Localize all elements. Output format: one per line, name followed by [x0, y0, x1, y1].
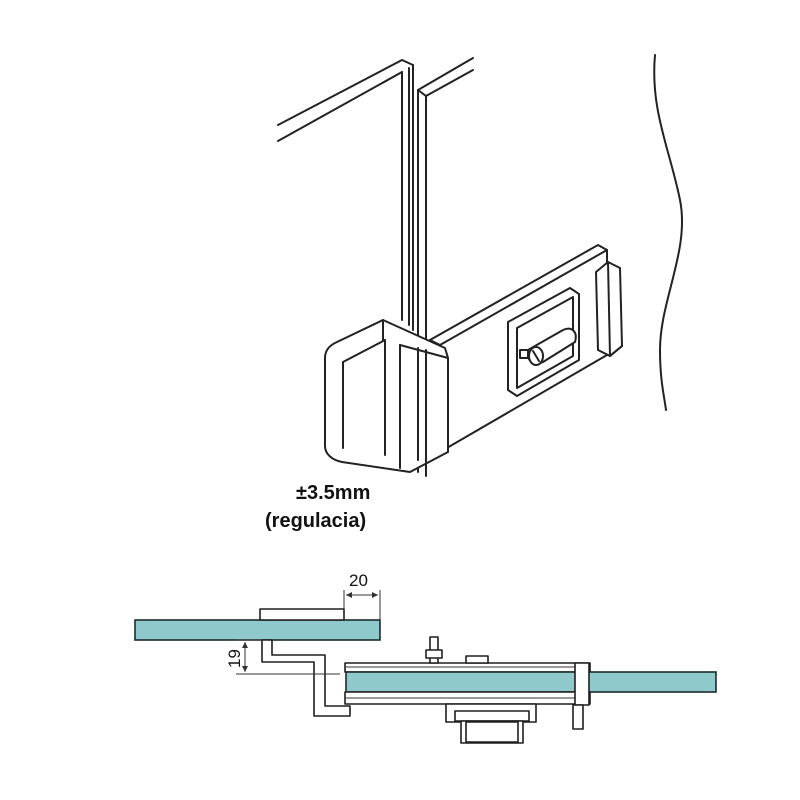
regulation-note: (regulacia)	[265, 510, 366, 532]
dimension-gap: 19	[225, 639, 340, 675]
glass-upper	[134, 619, 381, 641]
tolerance-label: ±3.5mm	[296, 482, 370, 504]
dimension-gap-value: 19	[225, 649, 244, 668]
glass-panel-left	[277, 59, 414, 331]
top-clamp-plate	[259, 608, 345, 621]
adjustment-window	[507, 287, 580, 397]
glass-lower	[345, 671, 717, 693]
side-plate	[574, 662, 590, 706]
pin-center	[465, 655, 489, 664]
hinge-end-cap	[595, 261, 623, 357]
adjustment-screw-icon	[519, 327, 577, 366]
isometric-view: ±3.5mm (regulacia)	[265, 54, 684, 532]
l-bracket	[261, 639, 351, 717]
glass-panel-right	[417, 57, 474, 477]
section-view: 20 19	[134, 571, 717, 744]
dimension-overlap-value: 20	[349, 571, 368, 590]
wall-edge	[653, 54, 684, 411]
dimension-overlap: 20	[343, 571, 381, 620]
pin-right	[572, 704, 584, 730]
front-clamp-block	[324, 319, 449, 473]
bottom-screw-icon	[445, 703, 537, 744]
